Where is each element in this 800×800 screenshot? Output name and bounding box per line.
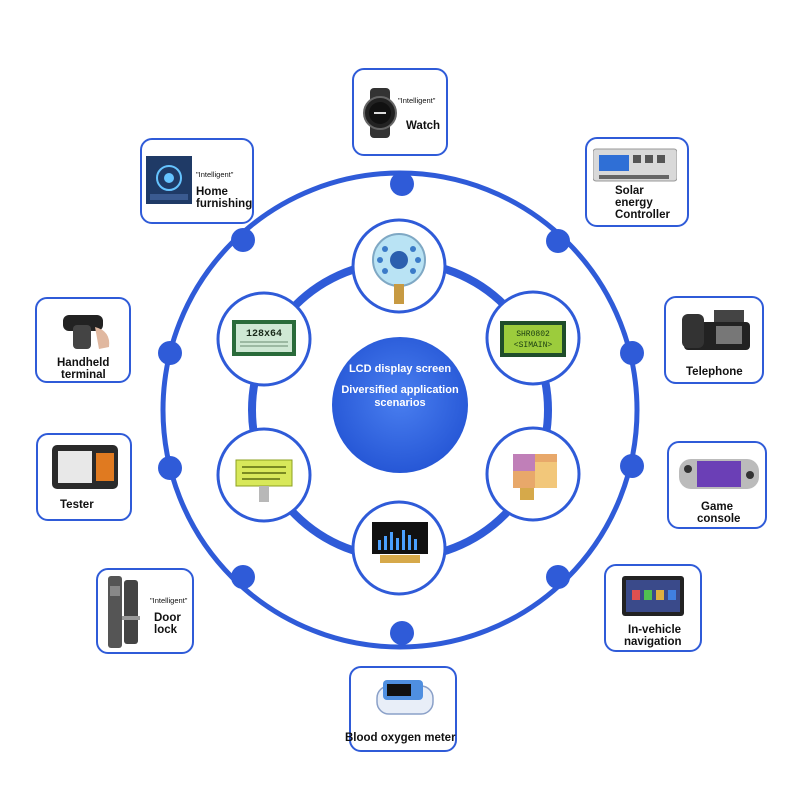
character-lcd-line2: <SIMAIN> (514, 341, 553, 350)
car-navigation-icon (622, 576, 684, 616)
home-tag: "Intelligent" (196, 170, 234, 179)
smart-door-lock-icon (108, 576, 140, 648)
inner-module-graphic-lcd: 128x64 (216, 291, 312, 387)
center-title-line3: scenarios (374, 397, 426, 409)
ring-dot (231, 228, 255, 252)
oximeter-label: Blood oxygen meter (345, 732, 456, 744)
app-card-in-vehicle-navigation: In-vehicle navigation (604, 564, 702, 652)
pulse-oximeter-icon (376, 680, 434, 715)
navigation-label-line2: navigation (624, 636, 682, 648)
ring-dot (158, 341, 182, 365)
ring-dot (620, 341, 644, 365)
app-card-telephone: Telephone (664, 296, 764, 384)
center-title-line1: LCD display screen (348, 363, 452, 375)
smartwatch-icon (363, 88, 397, 138)
solar-label-line3: Controller (615, 209, 670, 221)
inner-module-segment-lcd (216, 427, 312, 523)
ring-dot (231, 565, 255, 589)
navigation-label-line1: In-vehicle (628, 624, 682, 636)
solar-label-line2: energy (615, 197, 653, 209)
handheld-console-icon (679, 459, 759, 489)
ring-dot (390, 621, 414, 645)
app-card-tester: Tester (36, 433, 132, 521)
tester-device-icon (52, 445, 118, 489)
app-card-home-furnishing: "Intelligent" Home furnishing (140, 138, 254, 224)
app-card-door-lock: "Intelligent" Door lock (96, 568, 194, 654)
handheld-terminal-icon (63, 315, 110, 349)
telephone-label: Telephone (686, 366, 743, 378)
game-label-line1: Game (701, 501, 733, 513)
solar-controller-icon (593, 148, 677, 182)
center-title: LCD display screen Diversified applicati… (330, 362, 470, 409)
app-card-solar-controller: Solar energy Controller (585, 137, 689, 227)
handheld-label-line1: Handheld (57, 357, 110, 369)
watch-label: Watch (406, 120, 441, 132)
handheld-label-line2: terminal (61, 369, 106, 381)
watch-tag: "Intelligent" (398, 96, 436, 105)
ring-dot (158, 456, 182, 480)
inner-module-round-tft (351, 218, 447, 314)
center-title-line2: Diversified application (341, 384, 459, 396)
inner-module-tft-panel (485, 426, 581, 522)
character-lcd-line1: SHR0802 (516, 330, 550, 339)
app-card-blood-oxygen-meter: Blood oxygen meter (345, 666, 457, 752)
graphic-lcd-text: 128x64 (246, 329, 282, 340)
inner-module-character-lcd: SHR0802 <SIMAIN> (485, 290, 581, 386)
game-label-line2: console (697, 513, 741, 525)
home-label-line1: Home (196, 186, 228, 198)
app-card-game-console: Game console (667, 441, 767, 529)
smart-home-icon (146, 156, 192, 204)
app-card-watch: "Intelligent" Watch (352, 68, 448, 156)
outer-ring-dots (158, 172, 644, 645)
doorlock-tag: "Intelligent" (150, 596, 188, 605)
ring-dot (620, 454, 644, 478)
ring-dot (390, 172, 414, 196)
center-circle (332, 337, 468, 473)
ring-dot (546, 565, 570, 589)
inner-module-oled (351, 500, 447, 596)
home-label-line2: furnishing (196, 198, 253, 210)
desk-phone-icon (682, 310, 750, 350)
solar-label-line1: Solar (615, 185, 644, 197)
doorlock-label-line1: Door (154, 612, 181, 624)
ring-dot (546, 229, 570, 253)
doorlock-label-line2: lock (154, 624, 178, 636)
tester-label: Tester (60, 499, 94, 511)
app-card-handheld-terminal: Handheld terminal (35, 297, 131, 383)
